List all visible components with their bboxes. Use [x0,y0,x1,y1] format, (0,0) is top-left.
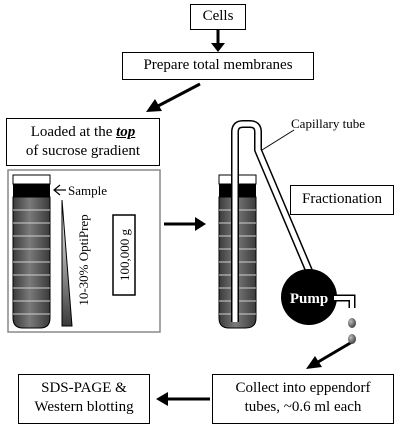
loaded-line2: of sucrose gradient [25,143,141,159]
collect-line2: tubes, ~0.6 ml each [244,399,362,415]
arrow-prepare-to-loaded [146,82,201,112]
pump-label: Pump [290,291,328,307]
fractionation-box: Fractionation [290,185,394,215]
arrow-pump-to-collect [306,340,353,369]
sds-page-box: SDS-PAGE & Western blotting [18,374,150,424]
gradient-tube-left [12,174,51,329]
cells-label: Cells [202,8,234,24]
collect-box: Collect into eppendorf tubes, ~0.6 ml ea… [212,374,394,424]
arrow-collect-to-sds [156,392,210,406]
density-wedge [61,199,73,327]
capillary-tube [231,120,322,322]
arrow-cells-to-prepare [211,30,225,52]
droplets [348,318,356,344]
pump [281,269,337,325]
prepare-membranes-box: Prepare total membranes [122,52,314,80]
loaded-line1: Loaded at the top [30,124,136,140]
centrifuge-label: 100,000 g [117,229,132,282]
outlet-tube [334,294,356,308]
centrifuge-box [112,214,136,296]
prepare-membranes-label: Prepare total membranes [143,57,293,73]
loaded-top-box: Loaded at the top of sucrose gradient [6,118,160,166]
capillary-label: Capillary tube [291,116,365,131]
collect-line1: Collect into eppendorf [235,380,371,396]
optiprep-label: 10-30% OptiPrep [76,214,91,305]
fractionation-label: Fractionation [302,191,382,207]
sample-pointer [53,184,66,196]
cells-box: Cells [190,4,246,30]
top-emphasis: top [116,124,136,140]
capillary-leader [261,129,295,151]
sds-line1: SDS-PAGE & [41,380,127,396]
arrow-gradient-to-fractionation [164,217,206,231]
sds-line2: Western blotting [34,399,134,415]
sample-label: Sample [68,183,107,198]
